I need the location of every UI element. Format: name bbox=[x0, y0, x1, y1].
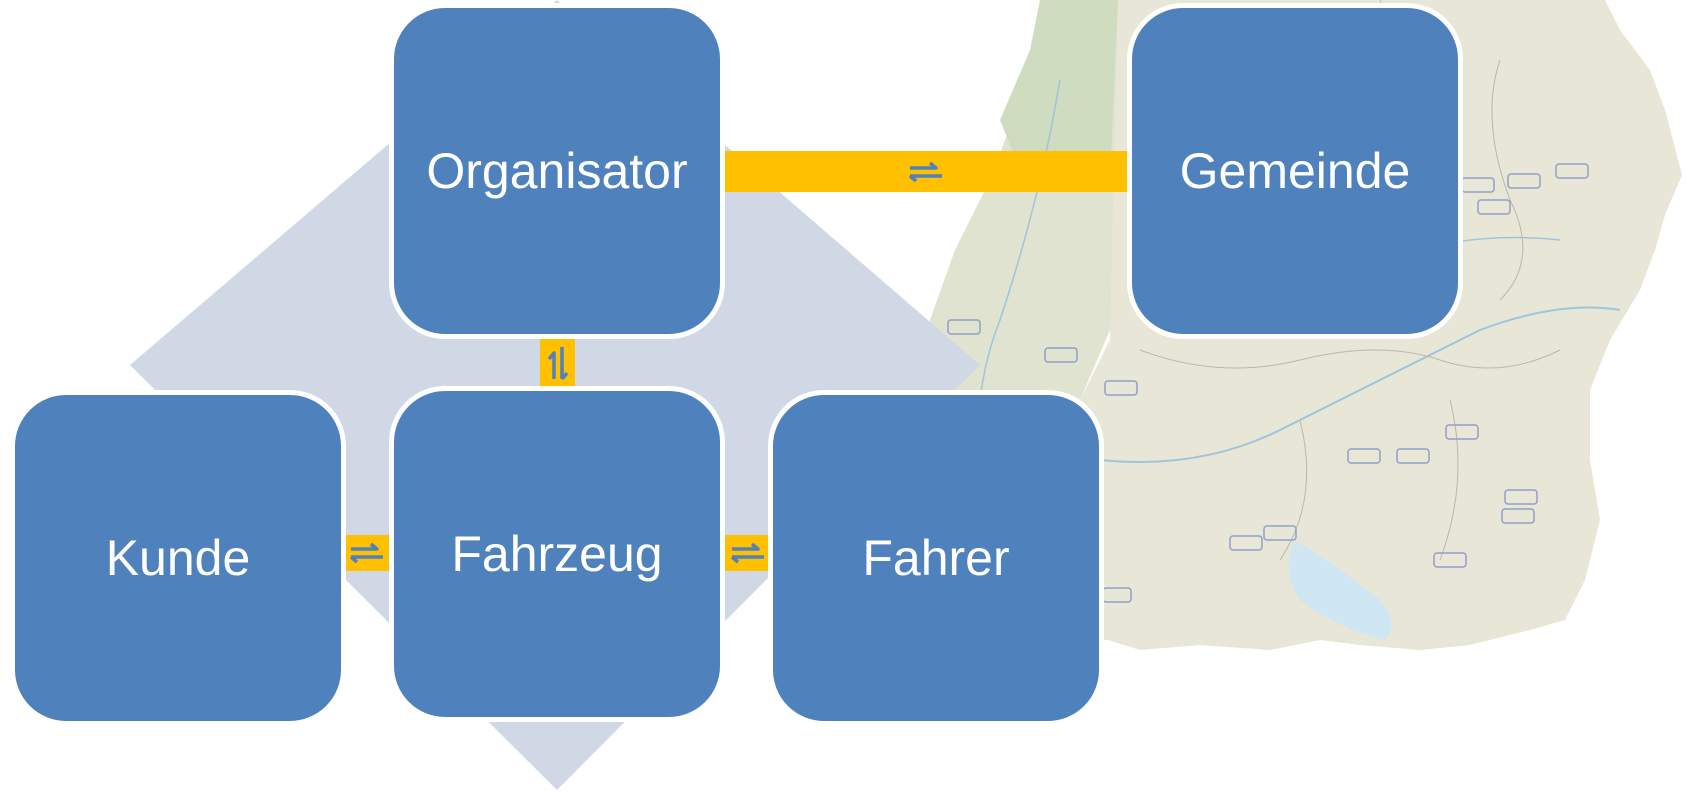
node-label: Organisator bbox=[426, 143, 688, 199]
bidirectional-arrows-icon bbox=[908, 161, 942, 182]
bidirectional-arrows-icon bbox=[349, 542, 383, 564]
bidirectional-arrows-icon bbox=[730, 542, 764, 564]
node-label: Fahrer bbox=[862, 530, 1010, 586]
node-label: Gemeinde bbox=[1179, 143, 1411, 199]
node-label: Fahrzeug bbox=[451, 526, 663, 582]
node-fahrer[interactable]: Fahrer bbox=[768, 390, 1104, 726]
node-label: Kunde bbox=[105, 530, 251, 586]
node-organisator[interactable]: Organisator bbox=[389, 3, 725, 339]
node-gemeinde[interactable]: Gemeinde bbox=[1127, 3, 1463, 339]
connector-organisator-gemeinde bbox=[696, 151, 1156, 192]
node-kunde[interactable]: Kunde bbox=[10, 390, 346, 726]
bidirectional-arrows-icon bbox=[547, 346, 568, 380]
node-fahrzeug[interactable]: Fahrzeug bbox=[389, 386, 725, 722]
